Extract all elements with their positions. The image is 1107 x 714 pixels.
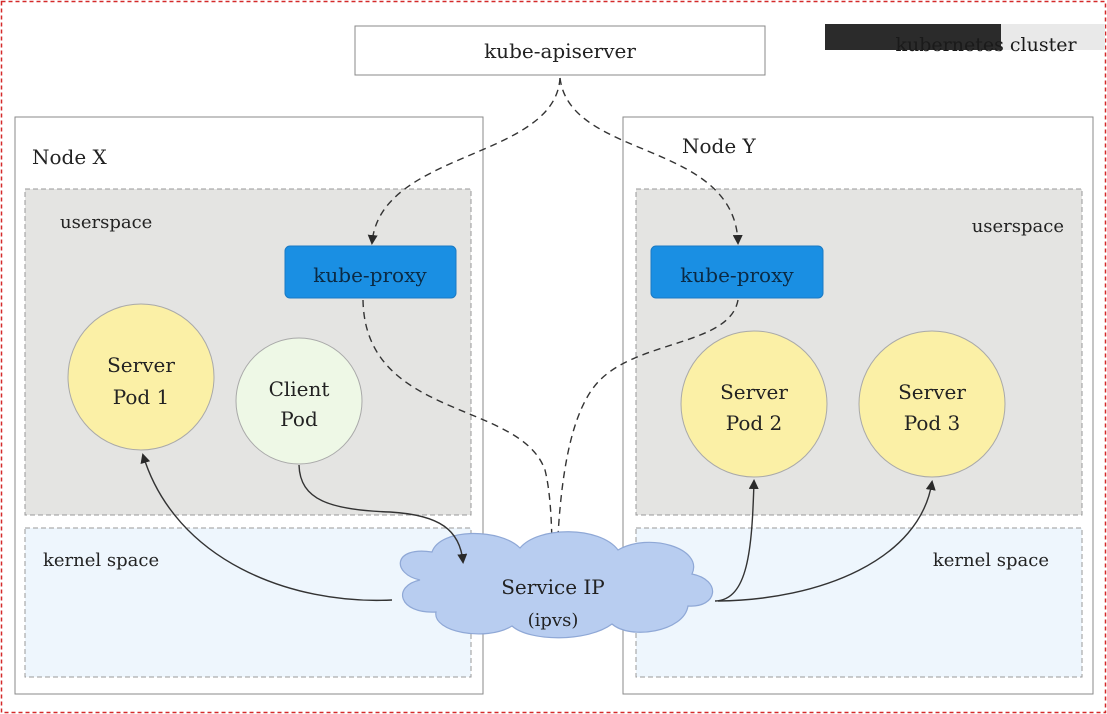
node-x-kube-proxy-label: kube-proxy <box>313 263 427 287</box>
node-x-kube-proxy <box>284 245 457 299</box>
client-pod-line1: Client <box>269 377 330 401</box>
service-to-pod3-arrow <box>717 480 936 602</box>
cluster-label: kubernetes cluster <box>895 34 1077 56</box>
apiserver-box <box>354 25 766 76</box>
server-pod-1 <box>67 303 215 451</box>
server-pod-2 <box>680 330 828 478</box>
node-y-title: Node Y <box>682 134 757 158</box>
node-y: Node Y userspace kernel space kube-proxy… <box>622 116 1094 695</box>
cluster-tab-light <box>1001 24 1105 50</box>
node-x-userspace-label: userspace <box>60 212 152 233</box>
server-pod-2-line1: Server <box>720 380 788 404</box>
node-y-kernel-space <box>635 527 1083 678</box>
service-to-pod1-arrow <box>140 453 393 602</box>
api-to-proxy-y-arrow <box>559 77 743 245</box>
proxy-x-to-ipvs-arrow <box>362 299 557 558</box>
server-pod-1-line1: Server <box>107 353 175 377</box>
apiserver-label: kube-apiserver <box>484 39 636 63</box>
node-y-kernel-label: kernel space <box>933 550 1049 571</box>
cluster-tab-dark <box>825 24 1001 50</box>
client-pod <box>235 337 363 465</box>
service-ip-label: Service IP <box>501 575 605 599</box>
service-ip-cloud <box>399 531 714 639</box>
node-y-kube-proxy <box>650 245 824 299</box>
api-to-proxy-x-arrow <box>367 77 561 245</box>
service-to-pod2-arrow <box>714 479 759 602</box>
server-pod-3-line1: Server <box>898 380 966 404</box>
node-y-userspace-label: userspace <box>972 216 1064 237</box>
client-to-service-arrow <box>298 464 468 564</box>
service-ipvs-label: (ipvs) <box>528 610 579 631</box>
node-y-kube-proxy-label: kube-proxy <box>680 263 794 287</box>
proxy-y-to-ipvs-arrow <box>552 299 739 558</box>
server-pod-1-line2: Pod 1 <box>113 385 170 409</box>
node-x-kernel-space <box>24 527 472 678</box>
server-pod-2-line2: Pod 2 <box>726 411 783 435</box>
node-x-kernel-label: kernel space <box>43 550 159 571</box>
server-pod-3 <box>858 330 1006 478</box>
client-pod-line2: Pod <box>280 407 318 431</box>
server-pod-3-line2: Pod 3 <box>904 411 961 435</box>
node-x-title: Node X <box>32 145 108 169</box>
